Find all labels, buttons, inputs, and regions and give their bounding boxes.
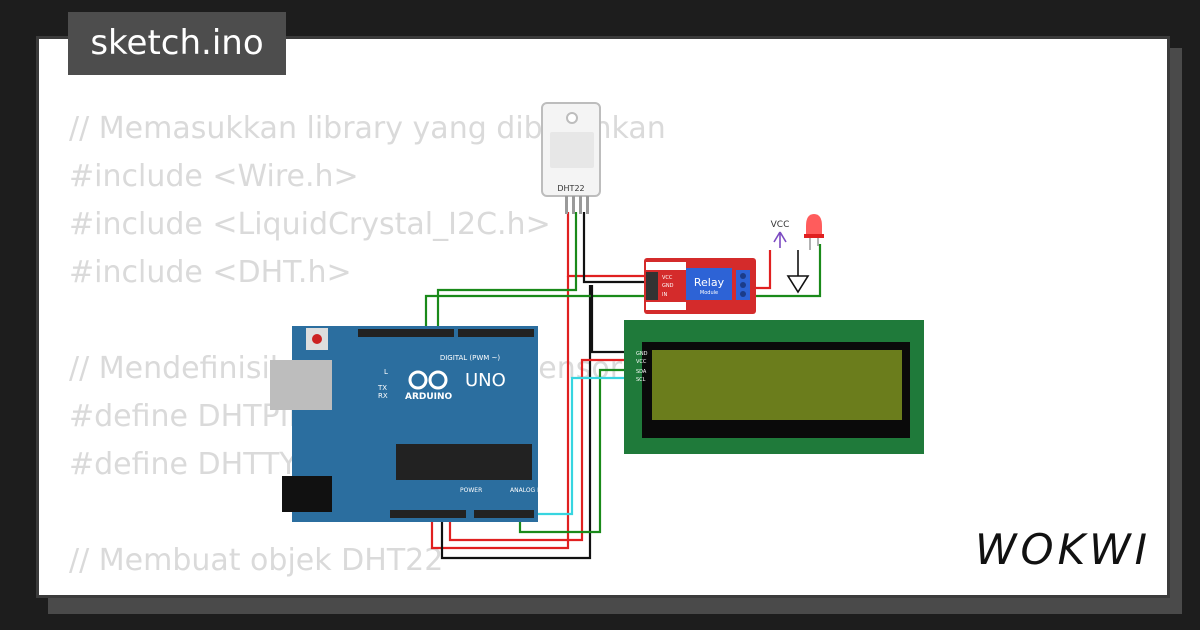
lcd-pin-scl: SCL <box>636 377 646 383</box>
wire-relay-led <box>752 244 822 298</box>
wokwi-logo: WOKWI <box>975 525 1152 574</box>
relay-label: Relay <box>694 276 725 289</box>
code-line: // Memasukkan library yang dibutuhkan <box>69 111 666 146</box>
wire-relay-in <box>424 294 648 336</box>
analog-header-label: ANALOG IN <box>510 487 543 494</box>
dht22-label: DHT22 <box>557 184 584 193</box>
wire-dht-vcc-arduino <box>430 276 570 550</box>
led-l-label: L <box>384 368 388 376</box>
wire-dht-vcc-relay <box>566 212 648 278</box>
vcc-symbol: VCC <box>771 220 790 248</box>
board-model-label: UNO <box>465 370 506 391</box>
digital-header-label: DIGITAL (PWM ~) <box>440 354 501 362</box>
lcd-pin-sda: SDA <box>636 369 647 375</box>
relay-sublabel: Module <box>700 290 718 296</box>
on-label: ON <box>548 385 559 393</box>
wire-dht-gnd <box>582 212 648 284</box>
vcc-label: VCC <box>771 220 790 230</box>
file-tab[interactable]: sketch.ino <box>68 12 286 75</box>
red-led[interactable] <box>804 214 824 250</box>
brand-label: ARDUINO <box>405 392 453 402</box>
code-line: #include <LiquidCrystal_I2C.h> <box>69 207 551 242</box>
wire-lcd-vcc <box>448 358 628 542</box>
dht22-sensor[interactable]: DHT22 <box>541 102 601 214</box>
lcd-i2c-display[interactable]: GND VCC SDA SCL <box>624 320 924 454</box>
wire-dht-data <box>436 212 578 336</box>
relay-pin-vcc: VCC <box>662 275 673 281</box>
wire-lcd-gnd <box>590 285 628 354</box>
code-line: #include <Wire.h> <box>69 159 359 194</box>
preview-card: // Memasukkan library yang dibutuhkan #in… <box>36 36 1170 598</box>
arduino-logo <box>408 370 448 390</box>
wire-lcd-scl <box>528 376 628 516</box>
arduino-uno[interactable]: DIGITAL (PWM ~) L TX RX UNO ARDUINO ON P… <box>270 326 559 522</box>
power-header-label: POWER <box>460 487 482 494</box>
relay-pin-in: IN <box>662 292 667 298</box>
wires <box>424 212 822 560</box>
relay-module[interactable]: Relay Module VCC GND IN <box>644 258 756 314</box>
led-rx-label: RX <box>378 392 388 400</box>
code-line: #include <DHT.h> <box>69 255 352 290</box>
gnd-symbol <box>786 250 810 294</box>
wire-gnd-bus <box>440 285 592 560</box>
lcd-pin-vcc: VCC <box>636 359 647 365</box>
code-line: DHT dht(DHTPIN, DHTTYPE); <box>69 585 666 595</box>
lcd-pin-gnd: GND <box>636 351 648 357</box>
wire-lcd-sda <box>518 368 628 534</box>
wire-relay-vcc <box>752 250 772 290</box>
code-line: // Membuat objek DHT22 <box>69 543 444 578</box>
led-tx-label: TX <box>377 384 387 392</box>
code-preview: // Memasukkan library yang dibutuhkan #in… <box>69 105 666 595</box>
relay-pin-gnd: GND <box>662 283 674 289</box>
